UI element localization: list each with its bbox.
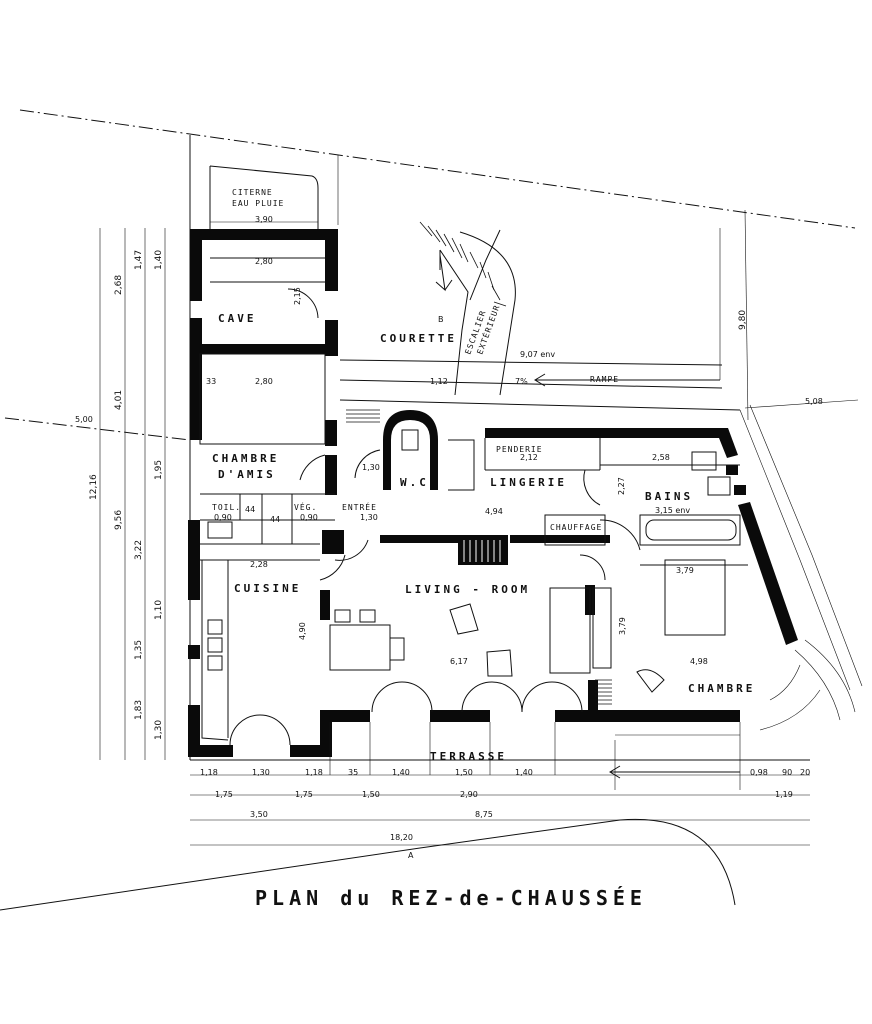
section-letter-b: B xyxy=(438,315,444,324)
dim-penderie-width: 2,12 xyxy=(520,453,538,462)
dim-150: 1,50 xyxy=(362,790,380,799)
dim-height-130: 1,30 xyxy=(154,720,164,740)
dim-119: 1,19 xyxy=(775,790,793,799)
plan-title: PLAN du REZ-de-CHAUSSÉE xyxy=(255,886,647,910)
dim-500: 5,00 xyxy=(75,415,93,424)
property-boundaries xyxy=(0,109,859,911)
courette-label: COURETTE xyxy=(380,332,457,345)
dim-chambre-width: 2,80 xyxy=(255,377,273,386)
chambre-label: CHAMBRE xyxy=(688,682,755,695)
dim-height-147: 1,47 xyxy=(134,250,144,270)
dim-cuisine-height: 4,90 xyxy=(298,622,307,640)
dim-508: 5,08 xyxy=(805,397,823,406)
wc-label: W.C xyxy=(400,476,429,489)
chambre-amis-label-2: D'AMIS xyxy=(218,468,276,481)
dim-390: 3,90 xyxy=(255,215,273,224)
dim-height-140: 1,40 xyxy=(154,250,164,270)
dim-living-width: 6,17 xyxy=(450,657,468,666)
dim-350: 3,50 xyxy=(250,810,268,819)
dim-130: 1,30 xyxy=(252,768,270,777)
dim-cuisine-width: 2,28 xyxy=(250,560,268,569)
dimension-lines xyxy=(99,228,810,846)
dim-175b: 1,75 xyxy=(295,790,313,799)
dim-44b: 44 xyxy=(270,515,280,524)
rampe-arrow xyxy=(439,250,740,779)
dim-bains-width: 2,58 xyxy=(652,453,670,462)
entree-label: ENTRÉE xyxy=(342,501,377,512)
dim-118b: 1,18 xyxy=(305,768,323,777)
rampe-label: RAMPE xyxy=(590,375,619,384)
dim-098: 0,98 xyxy=(750,768,768,777)
dim-chambre-width-3: 3,79 xyxy=(676,566,694,575)
dim-lingerie-width: 4,94 xyxy=(485,507,503,516)
courette-stair xyxy=(419,221,516,396)
dim-20: 20 xyxy=(800,768,810,777)
dim-44a: 44 xyxy=(245,505,255,514)
dim-wc-height: 1,30 xyxy=(362,463,380,472)
door-swings xyxy=(229,288,641,746)
dim-bains-area: 3,15 env xyxy=(655,506,690,515)
dim-living-height: 3,79 xyxy=(618,617,627,635)
dim-90: 90 xyxy=(782,768,792,777)
dim-35: 35 xyxy=(348,768,358,777)
dim-entree-width: 1,30 xyxy=(360,513,378,522)
dim-height-1216: 12,16 xyxy=(89,474,99,500)
terrace-lines xyxy=(190,722,810,790)
penderie-label: PENDERIE xyxy=(496,445,543,454)
chauffage-label: CHAUFFAGE xyxy=(550,523,602,532)
citerne-outline xyxy=(209,165,319,232)
dim-height-110: 1,10 xyxy=(154,600,164,620)
dim-height-322: 3,22 xyxy=(134,540,144,560)
dim-total-width: 18,20 xyxy=(390,833,413,842)
dim-height-135: 1,35 xyxy=(134,640,144,660)
dim-290: 2,90 xyxy=(460,790,478,799)
dim-cave-width: 2,80 xyxy=(255,257,273,266)
veg-label: VÉG. xyxy=(294,501,317,512)
terrasse-label: TERRASSE xyxy=(430,750,507,763)
dim-height-980: 9,80 xyxy=(738,310,748,330)
citerne-label: CITERNE xyxy=(232,188,273,197)
dim-height-268: 2,68 xyxy=(114,275,124,295)
dim-height-401: 4,01 xyxy=(114,390,124,410)
dim-veg-width: 0,90 xyxy=(300,513,318,522)
dim-175a: 1,75 xyxy=(215,790,233,799)
toil-label: TOIL. xyxy=(212,503,241,512)
cave-label: CAVE xyxy=(218,312,257,325)
furniture xyxy=(207,409,737,705)
citerne-sub-label: EAU PLUIE xyxy=(232,199,284,208)
chambre-amis-label-1: CHAMBRE xyxy=(212,452,279,465)
lingerie-label: LINGERIE xyxy=(490,476,567,489)
dim-rampe-percent: 7% xyxy=(515,377,528,386)
dim-cave-height: 2,15 xyxy=(293,287,302,305)
dim-118a: 1,18 xyxy=(200,768,218,777)
dim-140a: 1,40 xyxy=(392,768,410,777)
interior-partitions xyxy=(199,257,748,741)
cuisine-label: CUISINE xyxy=(234,582,301,595)
dim-bains-height: 2,27 xyxy=(617,477,626,495)
dim-courette-length: 1,12 xyxy=(430,377,448,386)
living-room-label: LIVING - ROOM xyxy=(405,583,530,596)
east-ramp xyxy=(739,404,863,731)
section-letter-a: A xyxy=(408,851,414,860)
dim-33: 33 xyxy=(206,377,216,386)
dim-rampe-length: 9,07 env xyxy=(520,350,555,359)
dim-toil-width: 0,90 xyxy=(214,513,232,522)
bains-label: BAINS xyxy=(645,490,693,503)
dim-150b: 1,50 xyxy=(455,768,473,777)
dim-chambre-width-2: 4,98 xyxy=(690,657,708,666)
walls xyxy=(188,229,798,757)
dim-height-956: 9,56 xyxy=(114,510,124,530)
dim-height-195: 1,95 xyxy=(154,460,164,480)
dim-height-183: 1,83 xyxy=(134,700,144,720)
dim-875: 8,75 xyxy=(475,810,493,819)
dim-140b: 1,40 xyxy=(515,768,533,777)
